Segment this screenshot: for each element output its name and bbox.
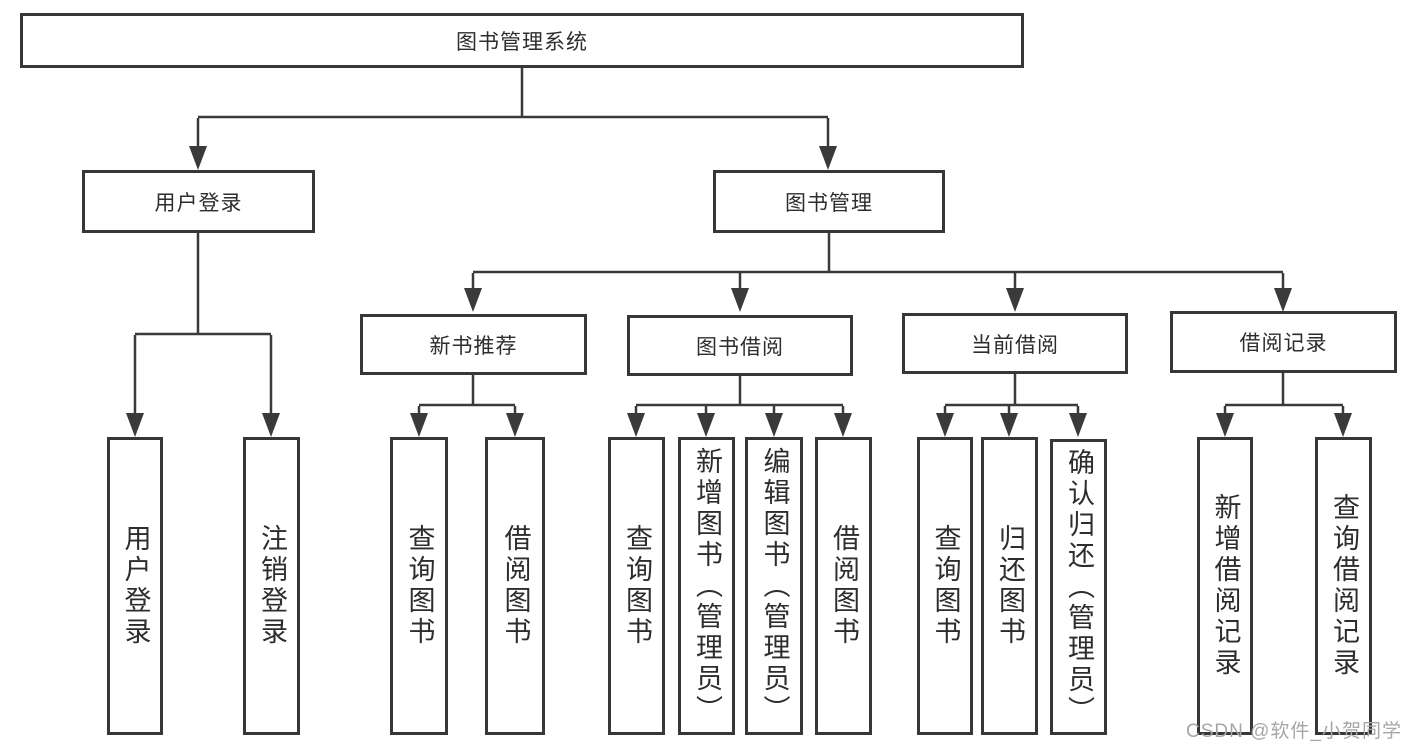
leaf-br-query-record: 查询借阅记录 (1315, 437, 1372, 735)
node-borrow-records-label: 借阅记录 (1239, 332, 1328, 355)
node-new-book-recommend-label: 新书推荐 (429, 334, 518, 358)
leaf-cb-confirm-return-admin-label: 确认归还（管理员） (1064, 447, 1094, 727)
leaf-cb-return-books: 归还图书 (981, 437, 1038, 735)
leaf-logout: 注销登录 (243, 437, 300, 735)
node-user-login: 用户登录 (82, 170, 315, 233)
leaf-bb-add-books-admin-label: 新增图书（管理员） (692, 446, 722, 726)
node-root: 图书管理系统 (20, 13, 1024, 68)
node-root-label: 图书管理系统 (456, 30, 588, 54)
node-current-borrow-label: 当前借阅 (971, 333, 1059, 357)
leaf-cb-confirm-return-admin: 确认归还（管理员） (1050, 439, 1107, 735)
leaf-logout-label: 注销登录 (257, 524, 287, 648)
node-new-book-recommend: 新书推荐 (360, 314, 587, 375)
leaf-cb-return-books-label: 归还图书 (995, 524, 1025, 648)
leaf-bb-edit-books-admin: 编辑图书（管理员） (745, 437, 803, 735)
leaf-cb-query-books: 查询图书 (917, 437, 973, 735)
elbow-connectors (133, 68, 1345, 415)
leaf-nbr-query-books: 查询图书 (390, 437, 448, 735)
leaf-user-login-label: 用户登录 (120, 524, 151, 648)
leaf-user-login: 用户登录 (107, 437, 163, 735)
node-book-management-label: 图书管理 (785, 191, 873, 215)
node-book-management: 图书管理 (713, 170, 945, 233)
leaf-br-add-record-label: 新增借阅记录 (1210, 493, 1241, 679)
node-book-borrow-label: 图书借阅 (696, 335, 784, 359)
leaf-bb-borrow-books-label: 借阅图书 (829, 524, 859, 648)
leaf-cb-query-books-label: 查询图书 (930, 524, 961, 648)
leaf-nbr-query-books-label: 查询图书 (404, 524, 435, 648)
node-borrow-records: 借阅记录 (1170, 311, 1397, 373)
node-user-login-label: 用户登录 (154, 191, 243, 215)
node-book-borrow: 图书借阅 (627, 315, 853, 376)
leaf-bb-add-books-admin: 新增图书（管理员） (678, 437, 735, 735)
leaf-br-query-record-label: 查询借阅记录 (1329, 493, 1359, 679)
leaf-bb-edit-books-admin-label: 编辑图书（管理员） (759, 446, 790, 726)
leaf-nbr-borrow-books-label: 借阅图书 (500, 524, 531, 648)
leaf-bb-query-books: 查询图书 (608, 437, 665, 735)
node-current-borrow: 当前借阅 (902, 313, 1128, 374)
leaf-bb-borrow-books: 借阅图书 (815, 437, 872, 735)
leaf-bb-query-books-label: 查询图书 (622, 524, 652, 648)
csdn-watermark: CSDN @软件_小贺同学 (1186, 721, 1402, 742)
leaf-br-add-record: 新增借阅记录 (1197, 437, 1253, 735)
arrowheads (126, 146, 1352, 437)
leaf-nbr-borrow-books: 借阅图书 (485, 437, 545, 735)
